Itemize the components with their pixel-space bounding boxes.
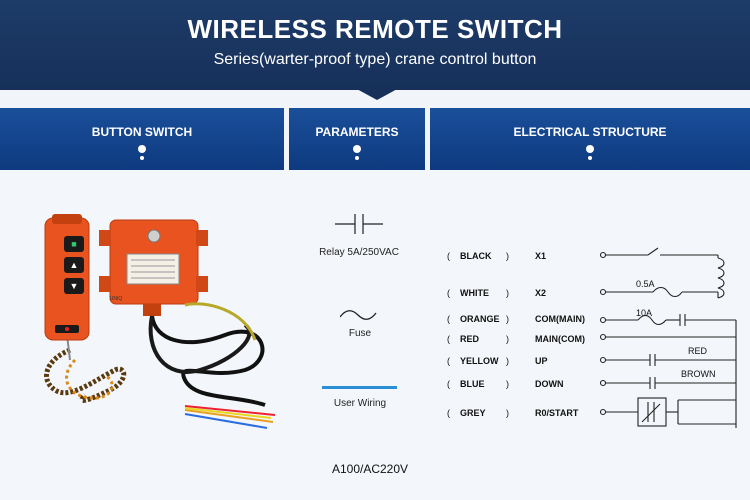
- tab-electrical-structure[interactable]: ELECTRICAL STRUCTURE: [430, 108, 750, 170]
- wire-signal: MAIN(COM): [535, 334, 585, 344]
- fuse-icon: [340, 310, 377, 320]
- wire-color: ORANGE: [460, 314, 500, 324]
- wire-signal: COM(MAIN): [535, 314, 585, 324]
- page-subtitle: Series(warter-proof type) crane control …: [213, 51, 537, 68]
- down-button[interactable]: ▼: [64, 278, 84, 294]
- wire-color: WHITE: [460, 288, 489, 298]
- wire-color: RED: [460, 334, 480, 344]
- fuse-small-label: 0.5A: [636, 279, 655, 289]
- section-tabs: BUTTON SWITCH PARAMETERS ELECTRICAL STRU…: [0, 108, 750, 170]
- wire-color: YELLOW: [460, 356, 499, 366]
- page-title: WIRELESS REMOTE SWITCH: [187, 14, 563, 44]
- dot-icon: [353, 145, 361, 153]
- receiver: [99, 219, 208, 316]
- wire-signal: UP: [535, 356, 548, 366]
- user-wiring-line: [322, 386, 397, 389]
- receiver-brand: UNIQ: [109, 296, 123, 302]
- fuse-large-label: 10A: [636, 308, 653, 318]
- relay-icon: [335, 214, 383, 234]
- tab-label: PARAMETERS: [315, 125, 399, 139]
- wire-color: BLACK: [460, 251, 492, 261]
- wire-signal: X1: [535, 251, 547, 261]
- wire-signal: DOWN: [535, 379, 564, 389]
- up-button[interactable]: ▲: [64, 257, 84, 273]
- tab-parameters[interactable]: PARAMETERS: [289, 108, 425, 170]
- fuse-label: Fuse: [348, 328, 372, 339]
- tab-label: ELECTRICAL STRUCTURE: [513, 125, 667, 139]
- tab-label: BUTTON SWITCH: [91, 125, 193, 139]
- wire-color: GREY: [460, 408, 486, 418]
- wire-color: BLUE: [460, 379, 485, 389]
- wire-signal: R0/START: [535, 408, 579, 418]
- wire-signal: X2: [535, 288, 547, 298]
- model-label: A100/AC220V: [331, 462, 409, 476]
- dot-icon: [588, 156, 592, 160]
- dot-icon: [355, 156, 359, 160]
- circuit-diagram: [599, 247, 737, 428]
- brown-wire-label: BROWN: [681, 369, 716, 379]
- tab-button-switch[interactable]: BUTTON SWITCH: [0, 108, 284, 170]
- power-button[interactable]: ■: [64, 236, 84, 252]
- keychain: [44, 334, 127, 403]
- header-banner: WIRELESS REMOTE SWITCH Series(warter-pro…: [0, 0, 750, 100]
- dot-icon: [138, 145, 146, 153]
- dot-icon: [140, 156, 144, 160]
- red-wire-label: RED: [688, 346, 708, 356]
- cable: [148, 302, 276, 429]
- transmitter: [44, 214, 90, 341]
- dot-icon: [586, 145, 594, 153]
- user-wiring-label: User Wiring: [333, 398, 387, 409]
- relay-label: Relay 5A/250VAC: [319, 247, 399, 258]
